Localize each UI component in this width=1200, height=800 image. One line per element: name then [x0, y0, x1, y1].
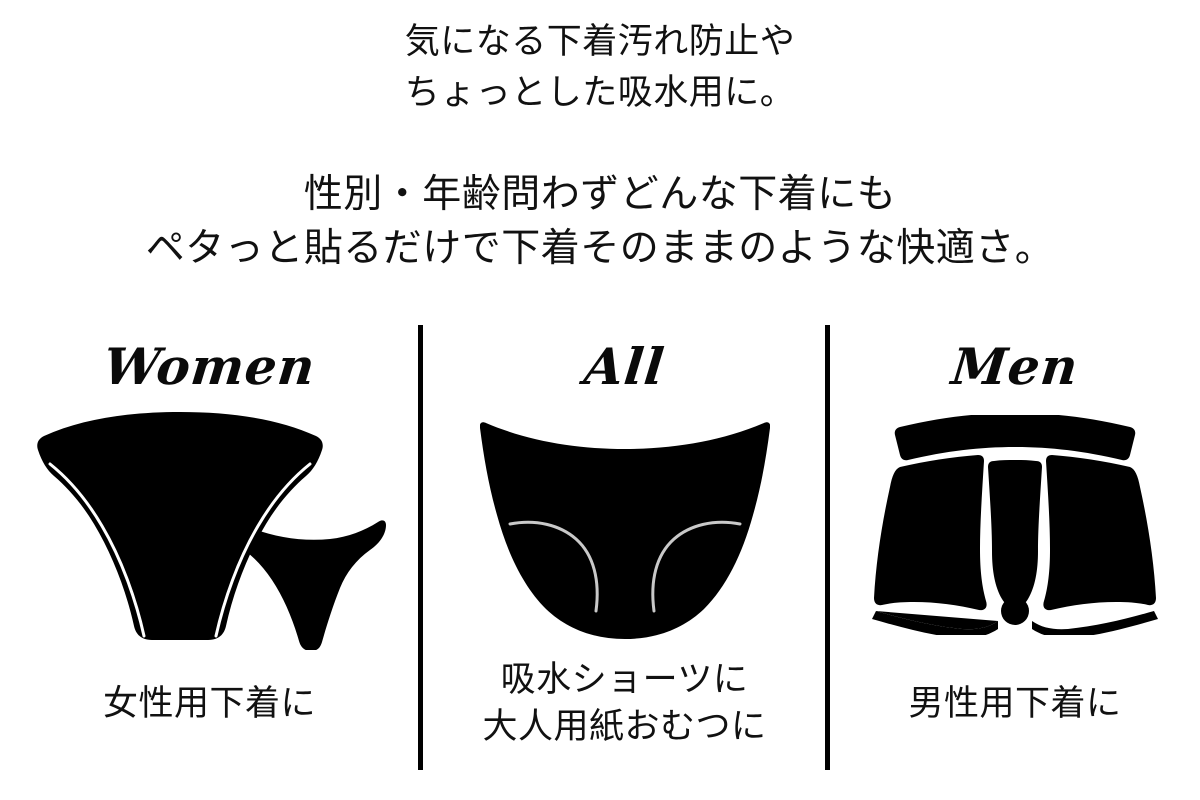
subheadline-line-2: ペタっと貼るだけで下着そのままのような快適さ。 [145, 227, 1055, 270]
script-label-women: Women [100, 337, 319, 396]
column-divider-right [825, 325, 830, 770]
caption-all-line-1: 吸水ショーツに [500, 660, 749, 699]
column-men: Men [830, 322, 1200, 772]
womens-bikini-and-thong-icon [36, 412, 386, 650]
script-label-men: Men [948, 337, 1082, 396]
absorbent-brief-illustration [424, 410, 825, 640]
womens-underwear-illustration [0, 410, 419, 650]
caption-women-line-1: 女性用下着に [102, 684, 316, 723]
mens-underwear-illustration [830, 410, 1200, 635]
column-women: Women 女性用下着に [0, 322, 419, 772]
mens-boxer-briefs-icon [872, 415, 1158, 635]
subheadline: 性別・年齢問わずどんな下着にも ペタっと貼るだけで下着そのままのような快適さ。 [0, 168, 1200, 276]
caption-women: 女性用下着に [0, 680, 419, 727]
caption-men-line-1: 男性用下着に [908, 684, 1122, 723]
caption-all: 吸水ショーツに 大人用紙おむつに [424, 656, 825, 750]
headline: 気になる下着汚れ防止や ちょっとした吸水用に。 [0, 16, 1200, 118]
script-label-all: All [581, 337, 668, 396]
headline-line-2: ちょっとした吸水用に。 [404, 73, 796, 112]
column-all: All 吸水ショーツに 大人用紙おむつに [424, 322, 825, 772]
absorbent-brief-icon [479, 422, 770, 639]
subheadline-line-1: 性別・年齢問わずどんな下着にも [303, 173, 897, 216]
headline-line-1: 気になる下着汚れ防止や [404, 22, 796, 61]
caption-all-line-2: 大人用紙おむつに [482, 707, 767, 746]
usage-columns: Women 女性用下着に All [0, 322, 1200, 772]
caption-men: 男性用下着に [830, 680, 1200, 727]
column-divider-left [418, 325, 423, 770]
